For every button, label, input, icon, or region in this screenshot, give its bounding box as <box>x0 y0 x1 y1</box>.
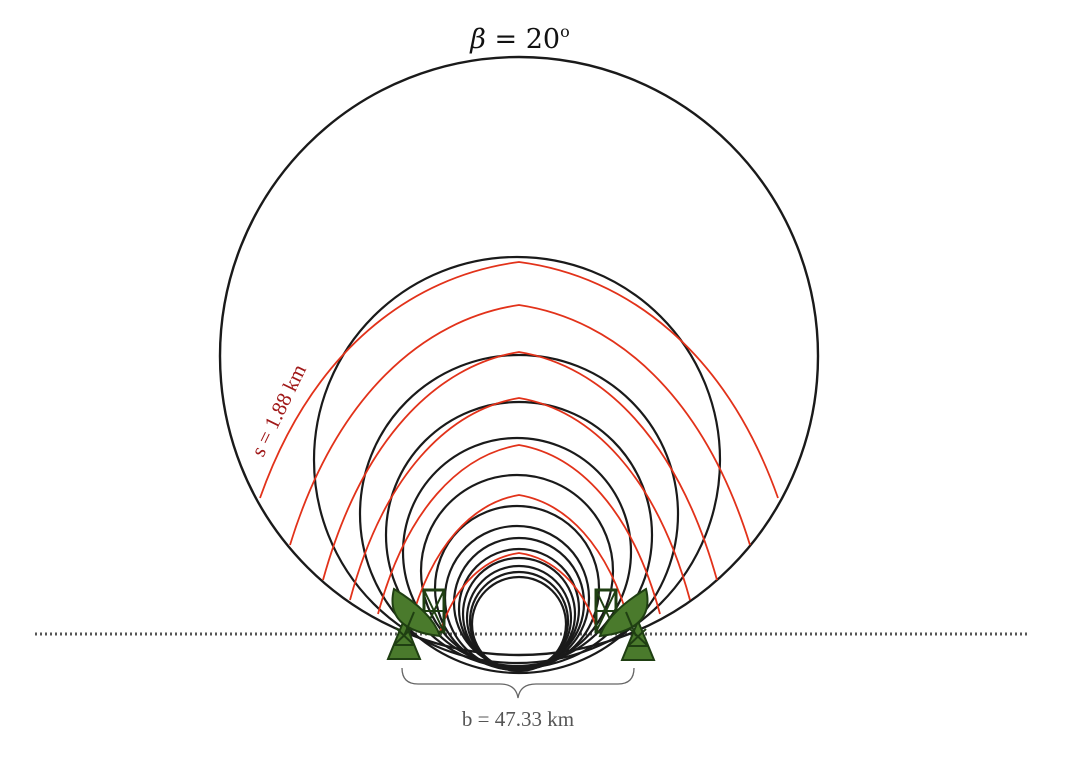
beta-title: β = 20o <box>469 22 569 55</box>
circle-3 <box>358 353 680 675</box>
arc-family <box>259 261 779 633</box>
arc-1 <box>259 261 779 499</box>
arc-2 <box>289 304 751 546</box>
baseline-label: b = 47.33 km <box>462 707 574 731</box>
circle-2 <box>312 255 722 665</box>
circle-family <box>218 55 820 675</box>
arc-4 <box>349 397 691 601</box>
circle-1 <box>218 55 820 657</box>
degree-sign: o <box>560 22 570 41</box>
arc-7 <box>439 552 599 633</box>
arc-5 <box>377 444 661 615</box>
circle-14 <box>470 575 568 673</box>
left-antenna <box>386 587 446 660</box>
dish-icon <box>391 587 442 638</box>
baseline-brace <box>401 667 635 699</box>
beta-value: = 20 <box>486 24 560 55</box>
tower-icon <box>386 617 422 660</box>
arc-3 <box>322 351 718 581</box>
right-antenna <box>594 587 656 661</box>
dish-icon <box>598 587 649 638</box>
tower-icon <box>620 618 656 661</box>
beta-symbol: β <box>469 24 486 55</box>
arc-6 <box>409 494 631 626</box>
